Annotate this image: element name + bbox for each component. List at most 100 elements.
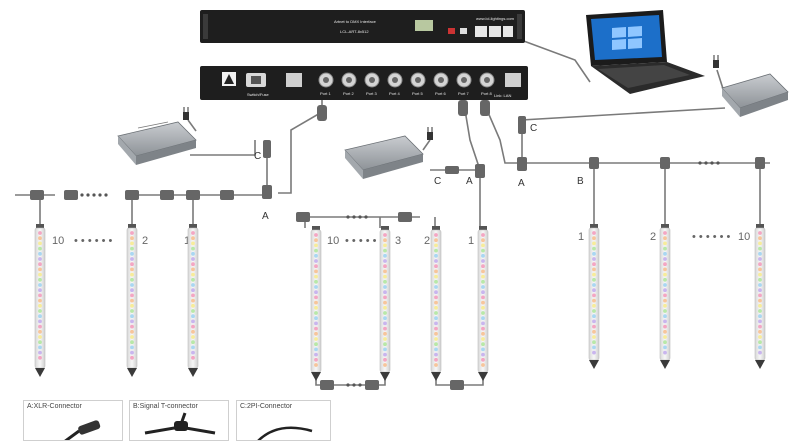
- legend-label: C:2PI-Connector: [240, 403, 293, 410]
- led-dot: [191, 257, 195, 261]
- led-dot: [130, 236, 134, 241]
- led-dot: [434, 347, 438, 352]
- connector-label-a: A: [466, 176, 473, 187]
- led-dot: [314, 352, 318, 357]
- led-dot: [38, 350, 42, 355]
- led-dot: [314, 311, 318, 315]
- led-dot: [663, 335, 667, 339]
- led-dot: [130, 283, 134, 287]
- led-tube: [477, 226, 489, 381]
- connector-label-c: C: [434, 176, 441, 187]
- led-dot: [663, 236, 667, 241]
- led-dot: [314, 321, 318, 326]
- xlr-connector: [262, 185, 272, 199]
- led-dot: [383, 300, 387, 305]
- artnet-interface: Artnet to DMX Interface LCL-ART-8x512 ww…: [200, 10, 525, 43]
- led-dot: [38, 314, 42, 319]
- led-dot: [38, 251, 42, 256]
- led-dot: [758, 340, 762, 345]
- connectors: [30, 100, 765, 390]
- cable: [521, 107, 726, 163]
- led-dot: [434, 269, 438, 274]
- interface-title: Artnet to DMX Interface: [334, 19, 377, 24]
- led-dot: [191, 355, 195, 360]
- led-dot: [314, 342, 318, 347]
- led-dot: [130, 267, 134, 272]
- led-dot: [38, 303, 42, 308]
- connector-label-c: C: [530, 123, 537, 134]
- led-dot: [758, 251, 762, 256]
- led-dot: [481, 337, 485, 341]
- led-tube: [126, 224, 138, 377]
- led-dot: [130, 257, 134, 261]
- led-dot: [481, 352, 485, 357]
- led-dot: [130, 329, 134, 334]
- tube-number: 1: [184, 235, 190, 247]
- led-dot: [383, 347, 387, 352]
- led-dot: [434, 357, 438, 362]
- led-dot: [130, 350, 134, 355]
- led-dot: [38, 298, 42, 303]
- xlr-connector: [475, 164, 485, 178]
- led-dot: [434, 279, 438, 284]
- port-label: Port 5: [412, 91, 423, 96]
- ethernet-port: [489, 26, 501, 37]
- led-dot: [758, 257, 762, 261]
- led-dot: [383, 279, 387, 284]
- tube-end-cap: [381, 226, 389, 232]
- power-switch[interactable]: [448, 28, 455, 34]
- led-dot: [314, 238, 318, 243]
- led-dot: [383, 321, 387, 326]
- led-dot: [38, 288, 42, 293]
- interface-url: www.lcl-lightings.com: [476, 16, 515, 21]
- led-dot: [592, 319, 596, 324]
- led-dot: [38, 355, 42, 360]
- led-dot: [191, 251, 195, 256]
- led-dot: [592, 293, 596, 298]
- led-dot: [191, 246, 195, 251]
- led-dot: [592, 246, 596, 251]
- led-dot: [481, 357, 485, 362]
- led-dot: [663, 298, 667, 303]
- led-dot: [38, 231, 42, 235]
- led-dot: [38, 324, 42, 329]
- led-dot: [434, 233, 438, 237]
- led-dot: [383, 269, 387, 274]
- led-dot: [663, 319, 667, 324]
- led-dot: [383, 311, 387, 315]
- tube-end-cap: [431, 372, 441, 381]
- led-dot: [758, 277, 762, 282]
- led-dot: [38, 262, 42, 267]
- led-dot: [663, 231, 667, 235]
- led-dot: [314, 233, 318, 237]
- tube-number: 3: [395, 235, 401, 247]
- led-dot: [38, 329, 42, 334]
- led-dot: [758, 319, 762, 324]
- connector-label-a: A: [262, 211, 269, 222]
- led-dot: [191, 231, 195, 235]
- led-dot: [663, 267, 667, 272]
- tube-number: 10: [738, 231, 750, 243]
- led-dot: [663, 241, 667, 246]
- xlr-port-pin: [392, 77, 398, 83]
- led-dot: [191, 345, 195, 350]
- led-dot: [130, 298, 134, 303]
- led-dot: [130, 324, 134, 329]
- led-dot: [314, 264, 318, 269]
- 2pin-connector-icon: [257, 426, 313, 440]
- lan-label: Link: LAN: [494, 93, 511, 98]
- led-dot: [314, 253, 318, 258]
- led-dot: [481, 238, 485, 243]
- led-dot: [434, 248, 438, 253]
- led-dot: [481, 233, 485, 237]
- led-dot: [383, 274, 387, 279]
- led-dot: [191, 340, 195, 345]
- led-dot: [592, 303, 596, 308]
- led-dot: [383, 305, 387, 310]
- led-dot: [758, 267, 762, 272]
- led-dot: [592, 283, 596, 287]
- led-dot: [758, 262, 762, 267]
- led-dot: [663, 309, 667, 313]
- led-dot: [592, 272, 596, 277]
